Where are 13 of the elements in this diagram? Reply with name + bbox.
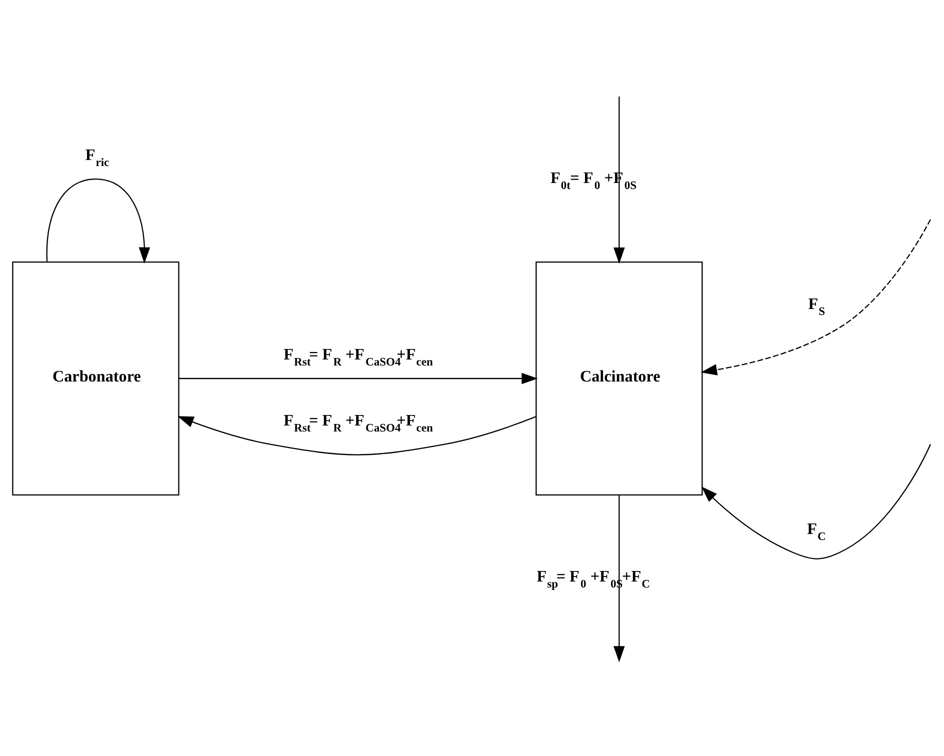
edge-label: F$_{ric}$ bbox=[85, 146, 110, 169]
arrow bbox=[46, 178, 150, 263]
arrow bbox=[614, 494, 625, 662]
edge-label: F$_{Rst}$= F$_{R}$ +F$_{CaSO4}$+F$_{cen}$ bbox=[284, 412, 433, 434]
edge-label: F$_{S}$ bbox=[808, 295, 826, 318]
edge-label: F$_{C}$ bbox=[807, 520, 826, 542]
arrow bbox=[178, 372, 538, 384]
node-box: Calcinatore bbox=[536, 260, 703, 496]
node-box: Carbonatore bbox=[12, 260, 180, 496]
edge-label: F$_{Rst}$= F$_{R}$ +F$_{CaSO4}$+F$_{cen}$ bbox=[284, 346, 433, 368]
arrow bbox=[700, 218, 931, 375]
arrow bbox=[701, 444, 931, 559]
arrow bbox=[177, 416, 536, 455]
